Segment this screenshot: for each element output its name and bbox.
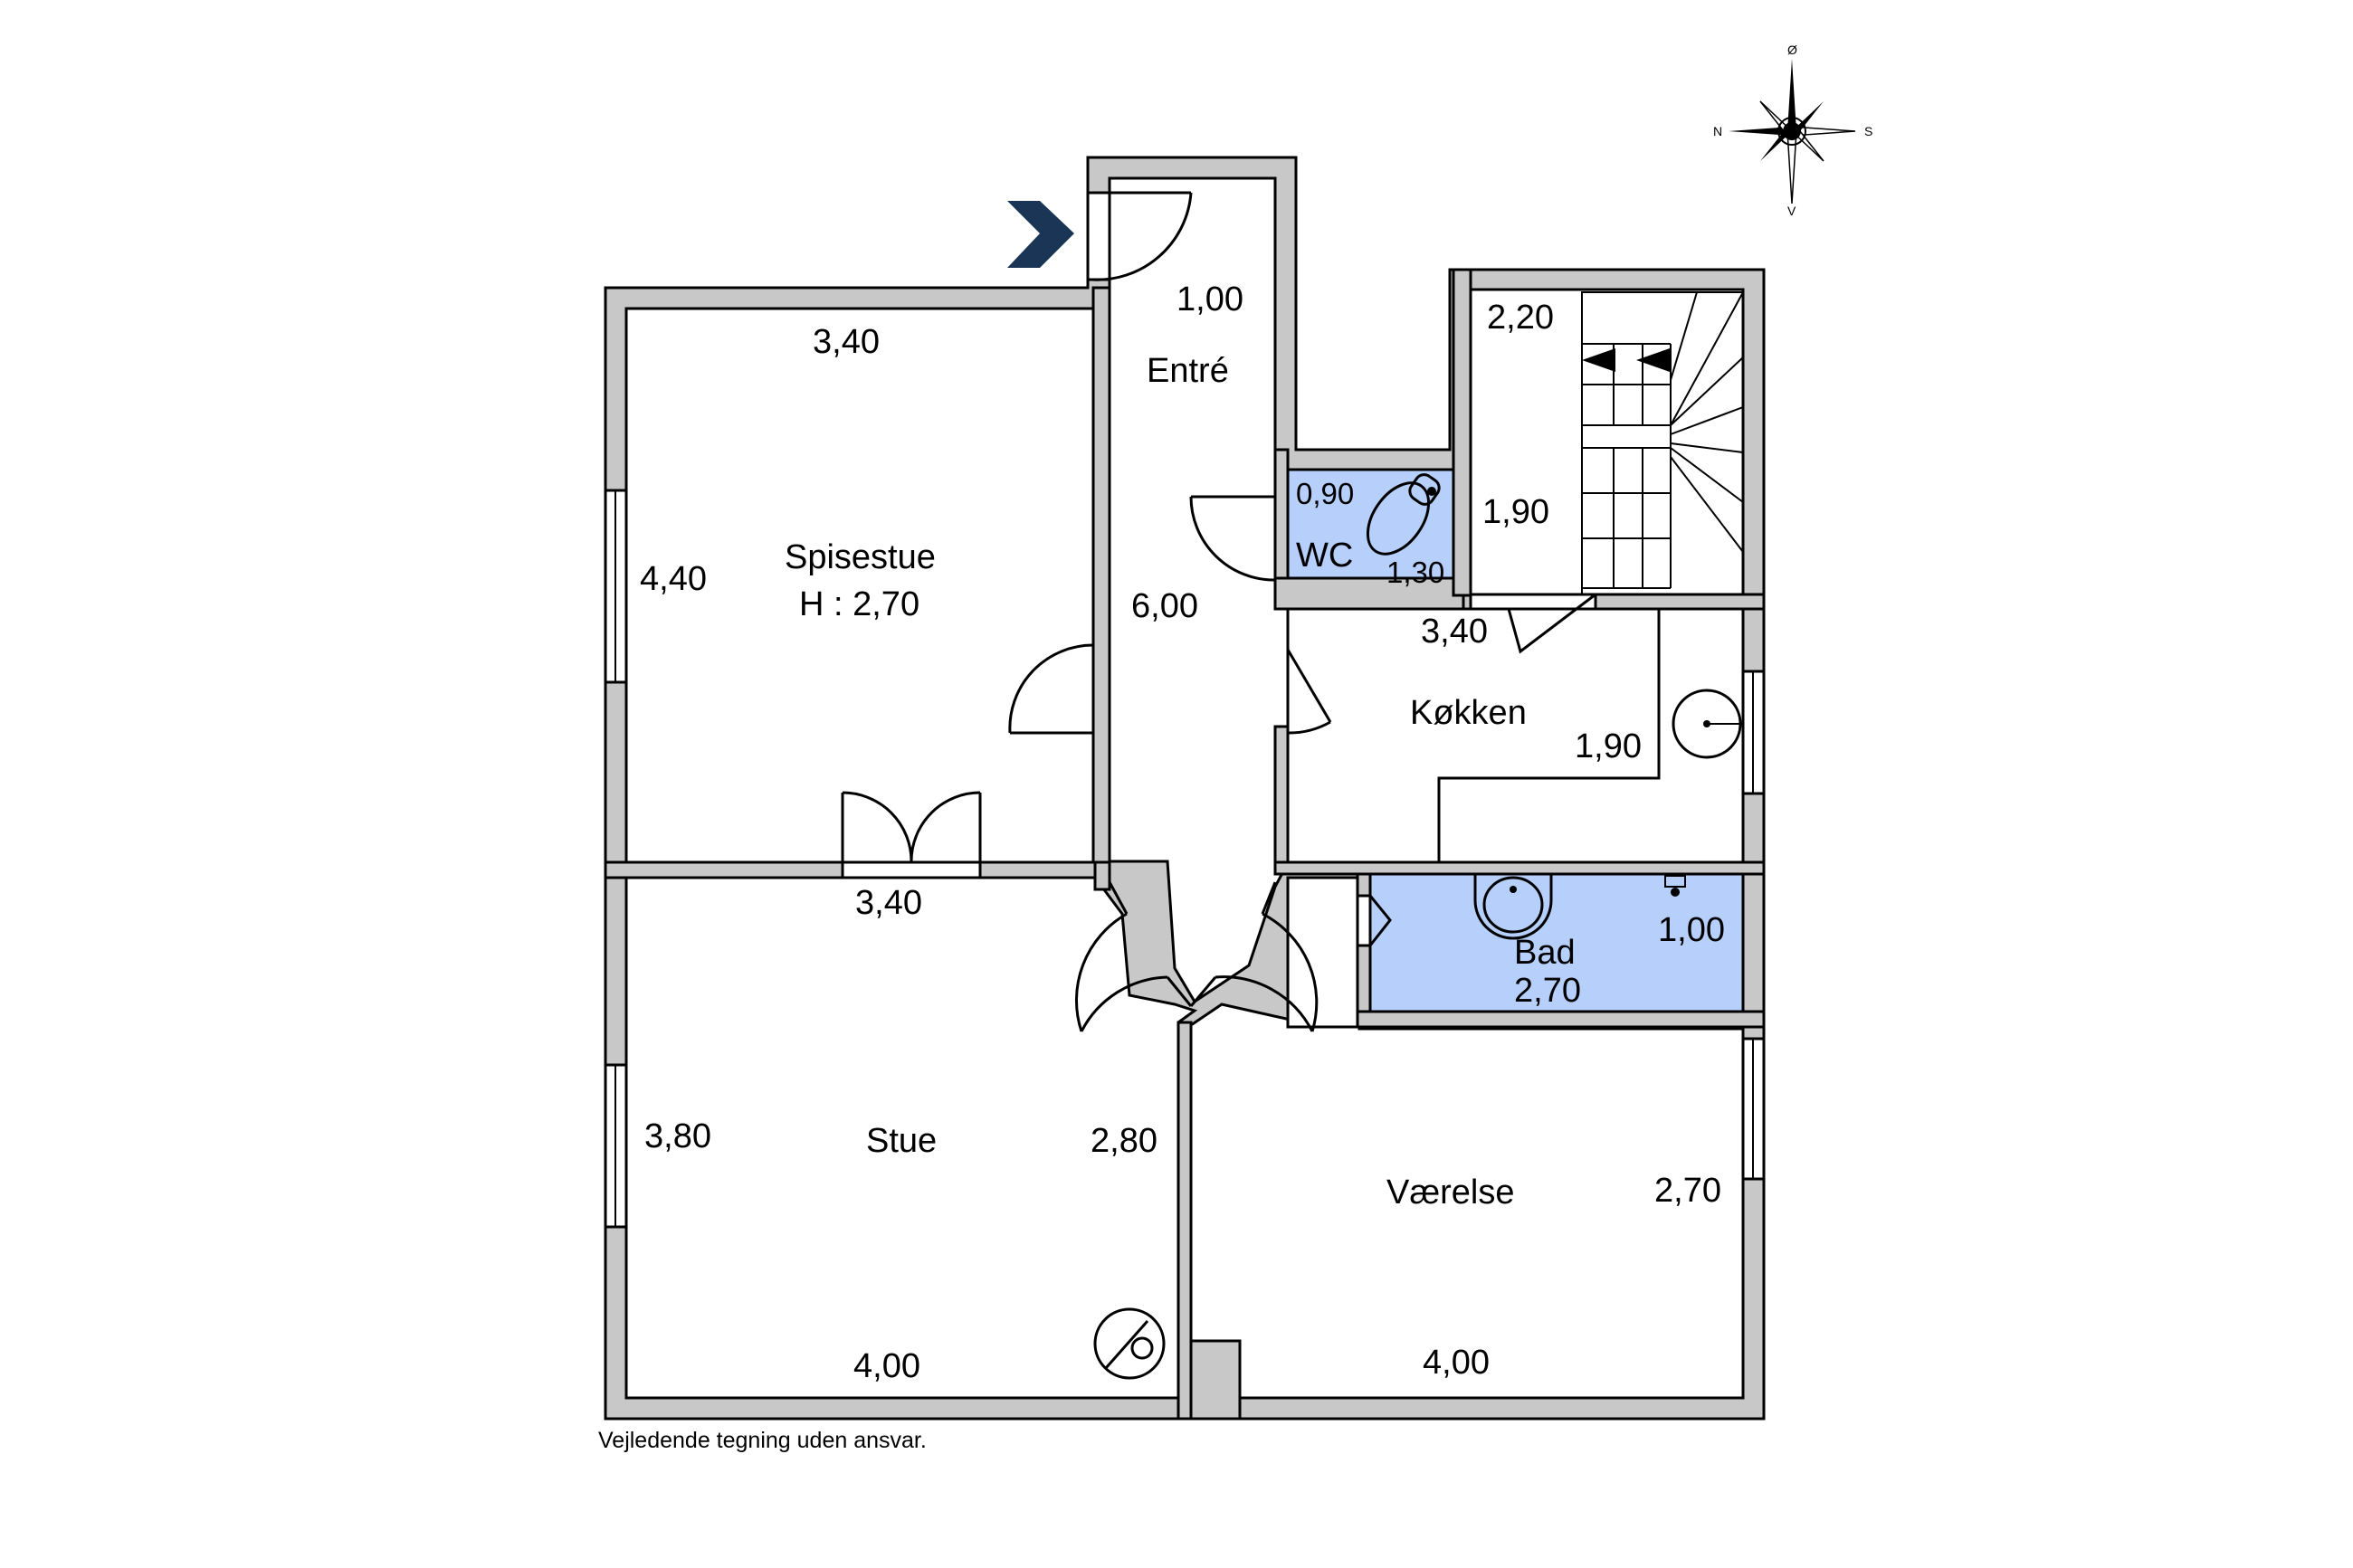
- kokken-dim-a: 3,40: [1421, 613, 1488, 651]
- wc-dim-a: 0,90: [1296, 477, 1354, 510]
- spisestue-dim-side: 4,40: [640, 560, 707, 598]
- double-door-entre-stue[interactable]: [1074, 881, 1193, 1032]
- windows: [604, 489, 1766, 1229]
- toilet-icon: [1366, 473, 1441, 556]
- wc-door[interactable]: [1189, 495, 1276, 582]
- wall-spisestue-stue: [604, 860, 844, 879]
- double-door-entre-vaerelse[interactable]: [1189, 881, 1319, 1032]
- kokken-door[interactable]: [1286, 649, 1332, 735]
- kitchen-counter: [1437, 609, 1661, 862]
- doors: [841, 191, 1597, 1032]
- spisestue-dim-top: 3,40: [813, 323, 880, 361]
- kokken-name: Køkken: [1410, 694, 1527, 732]
- stove-icon: [1093, 1307, 1166, 1380]
- wall-kokken-bad: [1273, 860, 1766, 876]
- wc-name: WC: [1296, 537, 1353, 575]
- stairs-arrow-right: [1636, 348, 1670, 372]
- fixtures: [1093, 473, 1743, 1380]
- stue-dim-side: 3,80: [644, 1117, 711, 1155]
- wall-spisestue-stue-b: [978, 860, 1111, 879]
- spisestue-height: H : 2,70: [799, 585, 919, 623]
- bad-name: Bad: [1514, 934, 1576, 972]
- entre-dim-side: 6,00: [1131, 587, 1198, 625]
- bad-door[interactable]: [1356, 894, 1392, 947]
- bad-dim-b: 1,00: [1658, 911, 1725, 949]
- stairs-dim-a: 2,20: [1487, 299, 1554, 337]
- disclaimer-text: Vejledende tegning uden ansvar.: [598, 1428, 927, 1453]
- stairs-dim-b: 1,90: [1482, 493, 1549, 531]
- wall-entre-stue-left: [1093, 860, 1111, 891]
- vaerelse-dim-side: 2,70: [1654, 1172, 1721, 1210]
- wall-bad-bottom: [1356, 1010, 1766, 1029]
- stue-name: Stue: [866, 1122, 937, 1160]
- floor-stue: [624, 876, 1198, 1400]
- wall-vaerelse-nook: [1189, 1339, 1242, 1421]
- walls: [604, 156, 1766, 1421]
- compass-icon: N S Ø V: [1713, 43, 1872, 218]
- stairs-arrow-left: [1582, 348, 1615, 372]
- bad-dim-a: 2,70: [1514, 972, 1581, 1010]
- entre-name: Entré: [1147, 352, 1229, 390]
- wall-stairs-left: [1452, 268, 1472, 597]
- compass-north: N: [1713, 124, 1722, 138]
- wall-stairs-bottom: [1594, 593, 1766, 611]
- double-door-spisestue-stue[interactable]: [841, 791, 982, 879]
- entre-dim-top: 1,00: [1176, 280, 1243, 318]
- staircase: [1581, 291, 1744, 595]
- vaerelse-name: Værelse: [1386, 1174, 1515, 1212]
- wall-spisestue-entre: [1091, 286, 1111, 864]
- wall-wc-kokken: [1273, 576, 1465, 611]
- room-labels: 1,00 Entré 6,00 3,40 Spisestue H : 2,70 …: [640, 280, 1725, 1385]
- stairs-door[interactable]: [1469, 593, 1597, 654]
- wall-stue-vaerelse: [1176, 1021, 1193, 1421]
- sink-icon: [1672, 689, 1743, 759]
- floor-hall-small: [1286, 876, 1359, 1029]
- shower-icon: [1664, 875, 1686, 897]
- spisestue-dim-bottom: 3,40: [855, 884, 922, 922]
- entrance-arrow-icon: [1007, 201, 1074, 268]
- wc-dim-b: 1,30: [1386, 556, 1444, 589]
- stue-dim-right: 2,80: [1091, 1122, 1157, 1160]
- compass-south: S: [1864, 124, 1872, 138]
- spisestue-name: Spisestue: [785, 538, 936, 576]
- compass-east: Ø: [1787, 43, 1797, 57]
- compass-west: V: [1787, 204, 1796, 218]
- kokken-dim-b: 1,90: [1575, 727, 1642, 765]
- wall-entre-kokken: [1273, 725, 1290, 864]
- spisestue-door[interactable]: [1008, 643, 1095, 735]
- bad-toilet-icon: [1473, 874, 1553, 940]
- vaerelse-dim-bottom: 4,00: [1423, 1344, 1490, 1382]
- stue-dim-bottom: 4,00: [853, 1347, 920, 1385]
- entrance-door[interactable]: [1086, 191, 1193, 281]
